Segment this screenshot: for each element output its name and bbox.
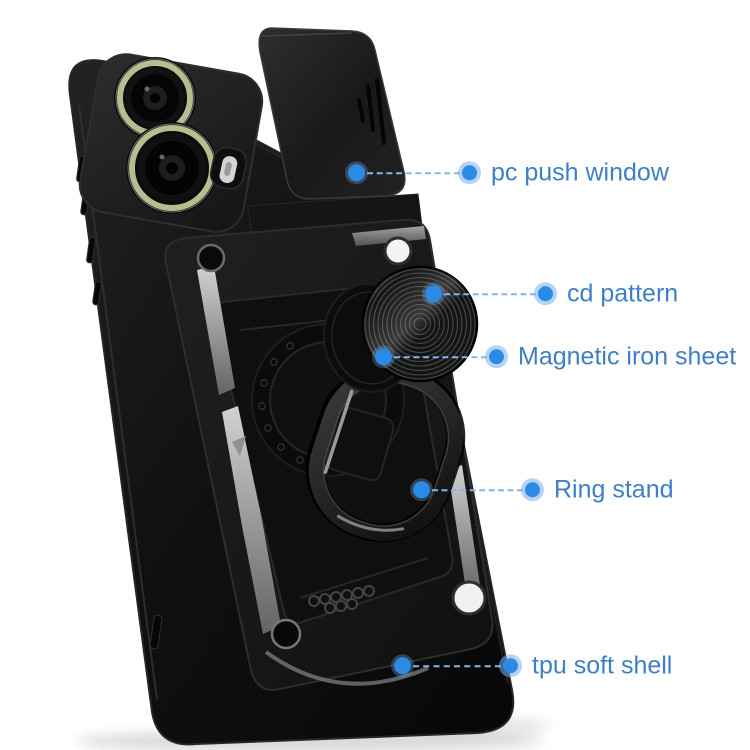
leader-line bbox=[367, 172, 460, 174]
annotation-label: Ring stand bbox=[554, 475, 674, 504]
label-dot bbox=[489, 349, 504, 365]
plate-hole-bottom-right bbox=[451, 580, 487, 616]
cd-pattern-disc bbox=[361, 265, 479, 383]
callout-magnetic-iron-sheet: Magnetic iron sheet bbox=[375, 343, 736, 371]
callout-tpu-soft-shell: tpu soft shell bbox=[394, 652, 672, 680]
annotation-label: Magnetic iron sheet bbox=[518, 342, 737, 371]
grip-lines bbox=[357, 78, 386, 145]
camera-lens-bottom bbox=[126, 122, 218, 214]
anchor-dot bbox=[413, 481, 430, 499]
callout-pc-push-window: pc push window bbox=[348, 159, 669, 187]
leader-line bbox=[444, 293, 536, 295]
label-dot bbox=[525, 482, 540, 498]
hinge-bracket bbox=[325, 406, 395, 482]
leader-line bbox=[413, 665, 501, 667]
slide-camera-cover bbox=[258, 27, 406, 200]
anchor-dot bbox=[348, 164, 365, 182]
grip-bumps bbox=[308, 585, 375, 614]
callout-cd-pattern: cd pattern bbox=[425, 280, 678, 308]
flash-led bbox=[209, 146, 248, 190]
plate-hole-top-right bbox=[383, 236, 413, 266]
label-dot bbox=[538, 286, 553, 302]
annotation-label: pc push window bbox=[491, 158, 669, 187]
camera-lens-top bbox=[114, 57, 196, 139]
anchor-dot bbox=[425, 285, 442, 303]
metal-accents bbox=[197, 226, 481, 686]
label-dot bbox=[462, 165, 477, 181]
plate-hole-bottom-left bbox=[270, 618, 302, 650]
anchor-dot bbox=[394, 657, 411, 675]
callout-ring-stand: Ring stand bbox=[413, 476, 674, 504]
bottom-port bbox=[149, 614, 163, 650]
annotation-label: cd pattern bbox=[567, 279, 679, 308]
plate-hole-top-left bbox=[196, 243, 226, 273]
annotation-label: tpu soft shell bbox=[532, 651, 673, 680]
leader-line bbox=[394, 356, 487, 358]
anchor-dot bbox=[375, 348, 392, 366]
label-dot bbox=[503, 658, 518, 674]
leader-line bbox=[432, 489, 523, 491]
